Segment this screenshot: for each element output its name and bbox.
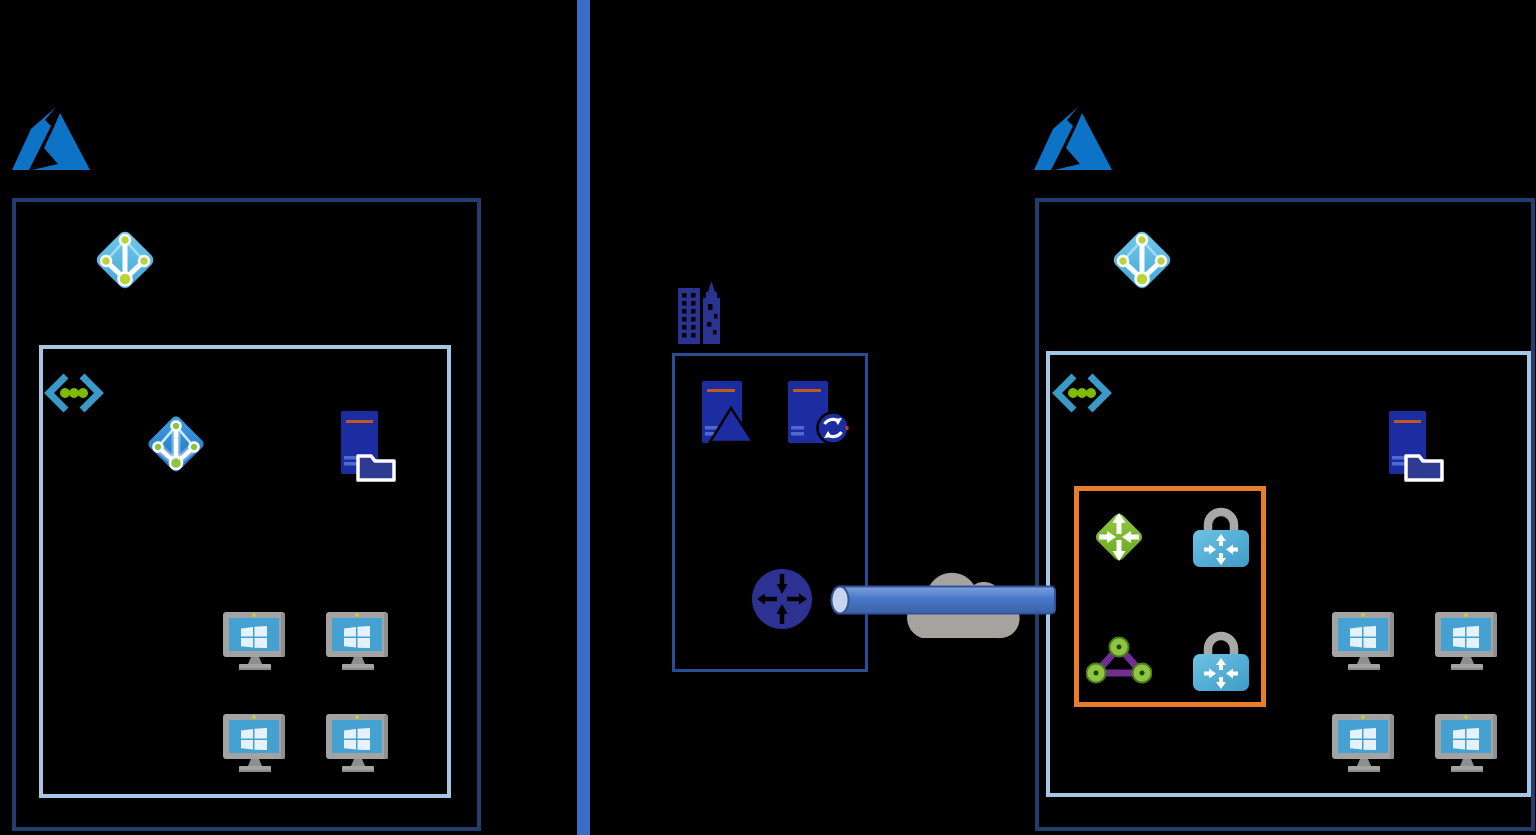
windows-vm-icon: [1434, 611, 1500, 675]
gateway-subnet-box: [1074, 486, 1266, 707]
azure-active-directory-icon: [1109, 227, 1175, 293]
network-peering-icon: [1086, 636, 1152, 684]
left-virtual-network-box: [39, 345, 451, 798]
router-icon: [751, 568, 813, 630]
windows-vm-icon: [325, 713, 391, 777]
windows-vm-icon: [325, 611, 391, 675]
sync-server-icon: [788, 381, 850, 446]
windows-vm-icon: [1434, 713, 1500, 777]
azure-active-directory-icon: [92, 227, 158, 293]
right-azure-tenant-box: [1035, 198, 1535, 831]
server-folder-icon: [338, 411, 396, 483]
right-virtual-network-box: [1046, 351, 1531, 797]
environment-divider: [577, 0, 590, 835]
vpn-tunnel-pipe-icon: [830, 584, 1058, 616]
azure-ad-domain-services-icon: [143, 410, 209, 478]
vpn-connection-lock-icon: [1192, 629, 1250, 693]
server-folder-icon: [1386, 411, 1444, 483]
windows-vm-icon: [1331, 611, 1397, 675]
domain-controller-server-icon: [702, 381, 754, 446]
vpn-connection-lock-icon: [1192, 505, 1250, 569]
building-icon: [678, 281, 723, 344]
windows-vm-icon: [222, 611, 288, 675]
onprem-network-box: [672, 353, 868, 672]
virtual-network-icon: [1050, 372, 1114, 414]
azure-logo-icon: [1034, 107, 1114, 175]
left-azure-tenant-box: [12, 198, 481, 831]
windows-vm-icon: [222, 713, 288, 777]
windows-vm-icon: [1331, 713, 1397, 777]
azure-logo-icon: [12, 107, 92, 175]
vpn-gateway-icon: [1088, 506, 1150, 568]
virtual-network-icon: [42, 372, 106, 414]
